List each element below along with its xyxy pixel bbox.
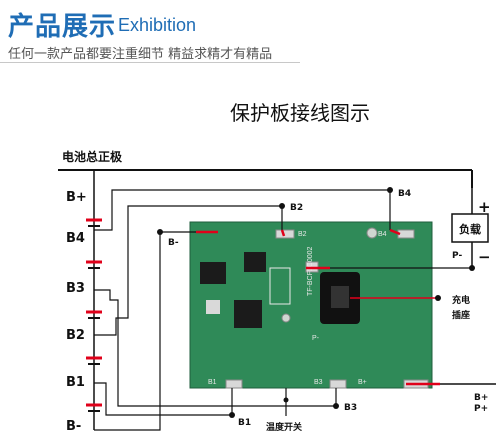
pad-b3: [329, 379, 347, 389]
header-subtitle: 任何一款产品都要注重细节 精益求精才有精品: [8, 47, 273, 62]
pcb-silk-model: TF-BCF1C0002: [307, 246, 314, 296]
label-load: 负载: [459, 222, 481, 236]
load-box: [451, 213, 489, 243]
pcb-ic: [200, 262, 226, 284]
wire-b4-lead: [389, 228, 401, 236]
mounting-hole: [281, 313, 291, 323]
pcb-silk-b-plus: B+: [358, 379, 367, 386]
wire-b4: [94, 189, 391, 231]
mounting-hole: [366, 227, 378, 239]
cell-label-b-minus: B-: [66, 419, 81, 434]
label-out-p-plus: P+: [474, 404, 488, 414]
header-title: 产品展示: [8, 12, 117, 42]
pcb-silk-b2: B2: [298, 231, 307, 238]
header-divider: [0, 62, 300, 63]
label-out-b-plus: B+: [474, 393, 488, 403]
label-b-minus: B-: [168, 238, 179, 248]
label-load-plus: +: [478, 198, 491, 216]
protection-board: B2 B4 B1 B3 B+ P- TF-BCF1C0002: [189, 221, 433, 389]
pcb-silk-box: [269, 267, 291, 305]
label-temp-switch: 温度开关: [266, 421, 302, 433]
node-b4: [387, 187, 393, 193]
node-b1: [229, 412, 235, 418]
cell-terminals: [86, 218, 102, 412]
label-load-minus: −: [478, 248, 491, 266]
label-charge-port-1: 充电: [452, 294, 470, 306]
label-b1: B1: [238, 418, 251, 428]
label-b4: B4: [398, 189, 411, 199]
pcb-component: [206, 300, 220, 314]
pcb-silk-b1: B1: [208, 379, 217, 386]
node-b3: [333, 403, 339, 409]
pad-b4: [397, 229, 415, 239]
cell-label-b3: B3: [66, 281, 85, 296]
cell-label-b4: B4: [66, 231, 85, 246]
node-b-minus: [157, 229, 163, 235]
label-p-minus: P-: [452, 251, 462, 261]
pad-b1: [225, 379, 243, 389]
page-header: 产品展示 Exhibition 任何一款产品都要注重细节 精益求精才有精品: [0, 0, 500, 70]
header-title-en: Exhibition: [118, 15, 197, 35]
pcb-body: [190, 222, 432, 388]
pcb-silk-b3: B3: [314, 379, 323, 386]
label-b3: B3: [344, 403, 357, 413]
pad-b2: [275, 229, 295, 239]
pcb-ic: [234, 300, 262, 328]
cell-label-b-plus: B+: [66, 190, 87, 205]
label-b2: B2: [290, 203, 303, 213]
cell-label-b1: B1: [66, 375, 85, 390]
wire-b2-lead: [280, 229, 286, 237]
node-b2: [279, 203, 285, 209]
pcb-silk-p-minus: P-: [312, 335, 320, 342]
cell-label-b2: B2: [66, 328, 85, 343]
label-charge-port-2: 插座: [452, 309, 470, 321]
pcb-silk-b4: B4: [378, 231, 387, 238]
diagram-title: 保护板接线图示: [230, 101, 370, 125]
pack-positive-label: 电池总正极: [62, 149, 123, 164]
pcb-ic: [244, 252, 266, 272]
